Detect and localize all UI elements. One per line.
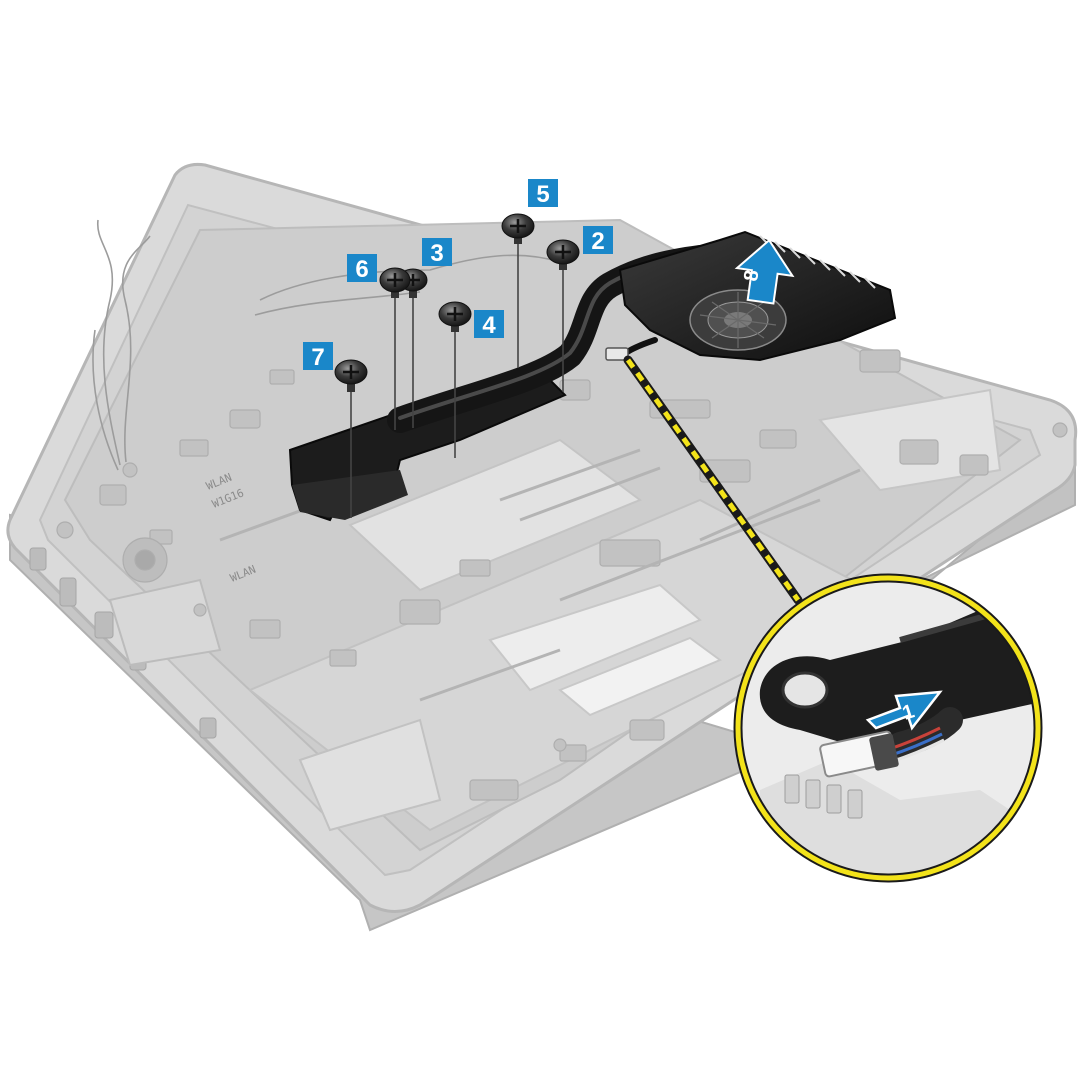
screw-5[interactable]	[501, 213, 535, 244]
lift-arrow: 8	[734, 238, 795, 305]
step-badge-3: 3	[422, 238, 452, 267]
screws	[334, 213, 580, 518]
svg-text:2: 2	[591, 228, 604, 255]
screw-6[interactable]	[379, 267, 411, 298]
board-components	[56, 349, 1068, 801]
fan-bracket	[759, 600, 1035, 745]
memory-slot	[348, 438, 643, 592]
step-badges: 5 2 3 6 4 7	[303, 179, 613, 371]
fan-blades	[689, 289, 787, 351]
screw-2[interactable]	[546, 239, 580, 270]
callout-leader	[623, 355, 803, 605]
heatsink-plate-lower	[292, 470, 408, 520]
antenna-wires	[92, 219, 561, 471]
fan-connector	[605, 347, 629, 361]
screw-4[interactable]	[438, 301, 472, 332]
step-badge-2: 2	[583, 226, 613, 255]
step-badge-4: 4	[474, 310, 504, 339]
ssd-card	[558, 636, 723, 717]
ssd-slot	[488, 583, 702, 692]
step-badge-8: 8	[740, 269, 763, 283]
smartcard-slot	[298, 718, 442, 832]
arrow-up-icon	[734, 238, 795, 305]
step-badge-6: 6	[347, 254, 377, 283]
laptop-base: WLAN W1G16 WLAN	[6, 163, 1078, 932]
svg-text:3: 3	[430, 240, 443, 267]
step-badge-5: 5	[528, 179, 558, 208]
svg-text:4: 4	[482, 312, 496, 339]
arrow-right-icon	[865, 690, 943, 731]
zoom-callout: 1	[733, 573, 1043, 883]
bracket-hole	[781, 671, 829, 709]
svg-text:7: 7	[311, 344, 324, 371]
screw-7[interactable]	[334, 359, 368, 392]
connector-socket	[784, 774, 863, 819]
wlan-card	[108, 578, 222, 667]
svg-text:6: 6	[355, 256, 368, 283]
step-badge-7: 7	[303, 342, 333, 371]
svg-text:5: 5	[536, 181, 549, 208]
